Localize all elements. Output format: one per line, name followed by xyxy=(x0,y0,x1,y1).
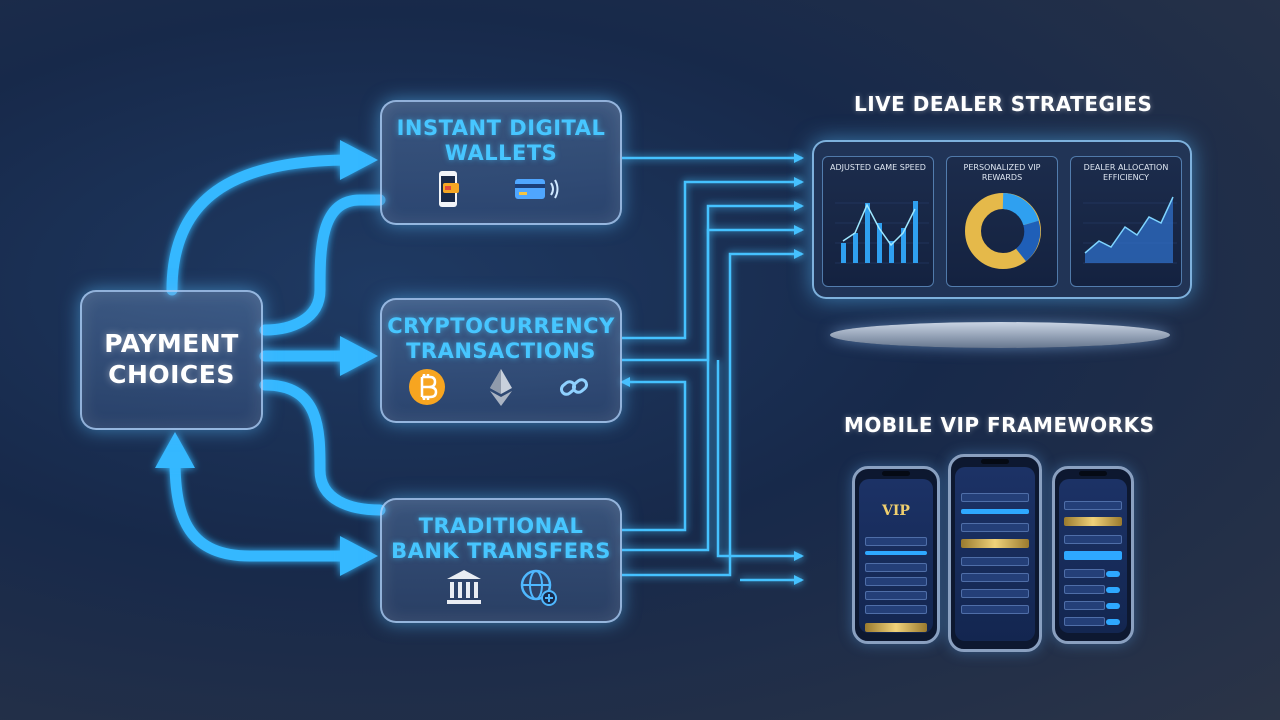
phone-right-screen xyxy=(1059,479,1127,633)
panel-adjusted-game-speed[interactable]: ADJUSTED GAME SPEED xyxy=(822,156,934,287)
phone-right-row-6 xyxy=(1064,617,1106,626)
phone-left-row-2[interactable] xyxy=(864,563,928,572)
wallets-title: INSTANT DIGITAL WALLETS xyxy=(382,116,620,166)
instant-digital-wallets-node[interactable]: INSTANT DIGITAL WALLETS xyxy=(380,100,622,225)
wallets-icons xyxy=(382,169,620,209)
area-chart-icon xyxy=(1083,196,1177,264)
vip-logo: VIP xyxy=(882,503,910,519)
panel-vip-rewards-title: PERSONALIZED VIP REWARDS xyxy=(947,163,1057,183)
live-dealer-title: LIVE DEALER STRATEGIES xyxy=(854,92,1153,116)
thick-arrow-heads xyxy=(155,140,378,576)
phone-left-row-3[interactable] xyxy=(864,577,928,586)
phone-right-notch xyxy=(1079,471,1107,476)
smartphone-wallet-icon xyxy=(439,171,459,207)
line-bank-dashboard-3 xyxy=(622,249,804,577)
phone-right-blue-button[interactable] xyxy=(1064,551,1122,560)
phone-right-gold-button[interactable] xyxy=(1064,517,1122,526)
payment-choices-line1: PAYMENT xyxy=(104,329,239,358)
bar-line-chart-icon xyxy=(835,201,929,264)
phone-center-row-5[interactable] xyxy=(961,589,1029,598)
phone-center xyxy=(948,454,1042,652)
phone-left-row-1[interactable] xyxy=(864,537,928,546)
crypto-title-line1: CRYPTOCURRENCY xyxy=(387,314,615,338)
phone-left-row-5[interactable] xyxy=(864,605,928,614)
arrow-main-to-bank xyxy=(259,379,386,516)
phone-center-row-1[interactable] xyxy=(961,493,1029,502)
donut-chart-icon xyxy=(965,193,1041,269)
phone-center-row-3[interactable] xyxy=(961,557,1029,566)
phone-right-row-2[interactable] xyxy=(1064,535,1122,544)
bank-title: TRADITIONAL BANK TRANSFERS xyxy=(382,514,620,564)
live-dealer-dashboard: ADJUSTED GAME SPEED PERSONALIZED VIP REW… xyxy=(812,140,1192,299)
traditional-bank-transfers-node[interactable]: TRADITIONAL BANK TRANSFERS xyxy=(380,498,622,623)
phone-center-gold-button[interactable] xyxy=(961,539,1029,548)
line-bank-dashboard-1 xyxy=(620,377,687,532)
arrow-head-wallets xyxy=(340,140,378,180)
ethereum-icon xyxy=(490,369,512,406)
panel-vip-rewards-title-line1: PERSONALIZED VIP xyxy=(963,163,1041,172)
phone-center-row-2[interactable] xyxy=(961,523,1029,532)
arrow-bank-to-main xyxy=(259,194,386,336)
thin-arrows xyxy=(620,153,804,585)
phone-right-toggle-4[interactable] xyxy=(1106,619,1121,625)
panel-dealer-allocation-title-line2: EFFICIENCY xyxy=(1103,173,1149,182)
phone-right-row-5 xyxy=(1064,601,1106,610)
phone-left: VIP xyxy=(852,466,940,644)
phone-right-row-4 xyxy=(1064,585,1106,594)
crypto-title: CRYPTOCURRENCY TRANSACTIONS xyxy=(382,314,620,364)
cryptocurrency-transactions-node[interactable]: CRYPTOCURRENCY TRANSACTIONS xyxy=(380,298,622,423)
arrow-head-bank xyxy=(340,536,378,576)
bank-title-line1: TRADITIONAL xyxy=(418,514,584,538)
phone-right-row-3 xyxy=(1064,569,1106,578)
dashboard-pedestal xyxy=(830,322,1170,348)
panel-adjusted-game-speed-title: ADJUSTED GAME SPEED xyxy=(830,163,926,172)
phone-center-notch xyxy=(981,459,1009,464)
arrow-head-main xyxy=(155,432,195,468)
phone-center-row-6[interactable] xyxy=(961,605,1029,614)
line-crypto-dashboard-1 xyxy=(622,177,804,340)
phone-left-gold-button[interactable] xyxy=(864,623,928,632)
blockchain-link-icon xyxy=(559,378,589,396)
panel-dealer-allocation-title-line1: DEALER ALLOCATION xyxy=(1083,163,1169,172)
phone-center-row-4[interactable] xyxy=(961,573,1029,582)
wallets-title-line2: WALLETS xyxy=(444,141,558,165)
payment-choices-node[interactable]: PAYMENT CHOICES xyxy=(80,290,263,430)
phone-center-progress xyxy=(961,509,1029,514)
bank-icons xyxy=(382,567,620,607)
panel-dealer-allocation-title: DEALER ALLOCATION EFFICIENCY xyxy=(1071,163,1181,183)
phone-right-toggle-3[interactable] xyxy=(1106,603,1121,609)
phone-left-row-4[interactable] xyxy=(864,591,928,600)
bank-building-icon xyxy=(447,570,481,604)
phone-right-row-1[interactable] xyxy=(1064,501,1122,510)
arrow-bank-to-main-loop xyxy=(169,454,356,562)
contactless-card-icon xyxy=(515,179,559,199)
line-bank-dashboard-2 xyxy=(622,225,804,552)
arrow-head-crypto xyxy=(340,336,378,376)
bitcoin-icon xyxy=(409,369,445,405)
wallets-title-line1: INSTANT DIGITAL xyxy=(396,116,606,140)
panel-vip-rewards-title-line2: REWARDS xyxy=(981,173,1023,182)
phone-center-screen xyxy=(955,467,1035,641)
bank-title-line2: BANK TRANSFERS xyxy=(391,539,611,563)
phone-right-toggle-2[interactable] xyxy=(1106,587,1121,593)
phone-left-screen: VIP xyxy=(859,479,933,633)
thick-arrows xyxy=(166,154,386,562)
panel-personalized-vip-rewards[interactable]: PERSONALIZED VIP REWARDS xyxy=(946,156,1058,287)
global-transfer-icon xyxy=(520,569,557,606)
phone-right-toggle-1[interactable] xyxy=(1106,571,1121,577)
phone-left-notch xyxy=(882,471,910,476)
panel-dealer-allocation-efficiency[interactable]: DEALER ALLOCATION EFFICIENCY xyxy=(1070,156,1182,287)
mobile-vip-title: MOBILE VIP FRAMEWORKS xyxy=(844,413,1155,437)
phone-left-progress xyxy=(864,551,928,555)
phone-right xyxy=(1052,466,1134,644)
line-crypto-mobile xyxy=(716,360,804,561)
payment-choices-line2: CHOICES xyxy=(108,360,235,389)
crypto-icons xyxy=(382,367,620,407)
crypto-title-line2: TRANSACTIONS xyxy=(406,339,596,363)
payment-choices-label: PAYMENT CHOICES xyxy=(82,328,261,390)
arrow-main-to-wallets xyxy=(166,154,356,296)
